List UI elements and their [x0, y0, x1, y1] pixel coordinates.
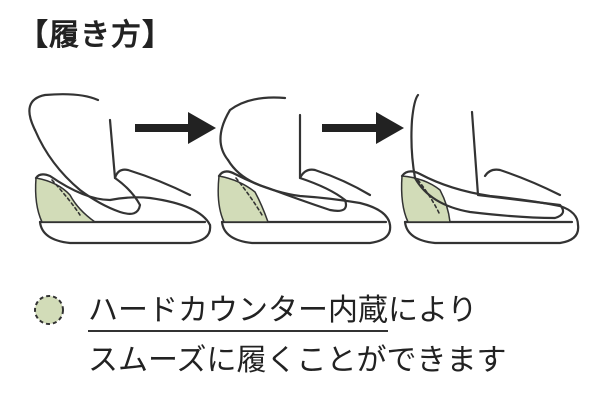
hard-counter-label: ハードカウンター内蔵: [88, 293, 388, 332]
arrow-right-icon: [322, 112, 404, 144]
how-to-wear-diagram: [28, 93, 580, 245]
legend-text-line-1: ハードカウンター内蔵により: [88, 285, 478, 332]
legend-text-line-2: スムーズに履くことができます: [88, 343, 507, 378]
step-1-illustration: [28, 93, 212, 245]
arrow-right-icon: [135, 112, 216, 144]
legend-line1-rest: により: [388, 293, 478, 328]
page-title: 【履き方】: [18, 18, 173, 53]
step-2-illustration: [217, 96, 392, 245]
legend: ハードカウンター内蔵により スムーズに履くことができます: [26, 285, 596, 395]
step-3-illustration: [400, 93, 580, 245]
hard-counter-legend-icon: [34, 295, 64, 325]
